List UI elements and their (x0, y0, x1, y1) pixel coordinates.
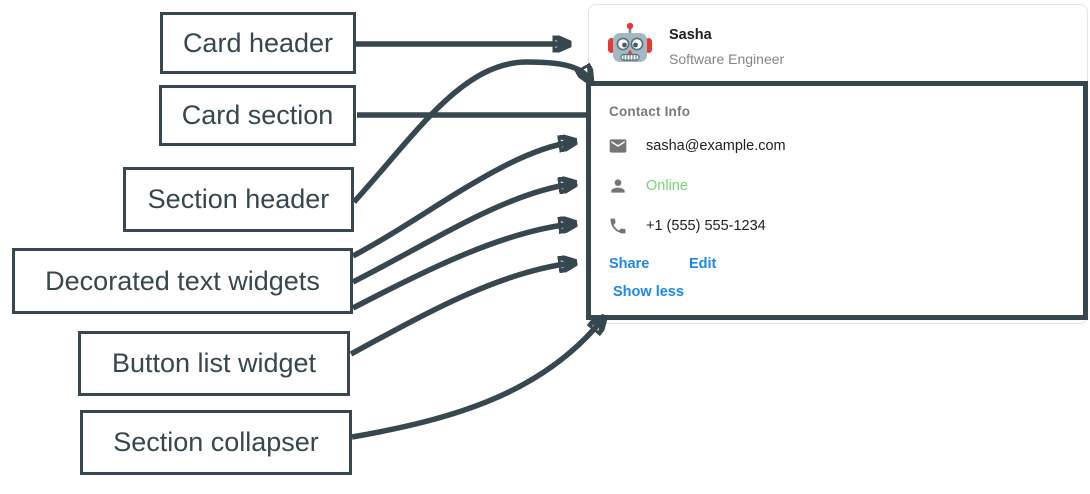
phone-icon (608, 216, 628, 236)
person-role: Software Engineer (669, 51, 785, 67)
phone-text: +1 (555) 555-1234 (646, 218, 766, 234)
card-header: Sasha Software Engineer (589, 5, 1087, 84)
edit-button[interactable]: Edit (689, 256, 717, 272)
status-text: Online (646, 178, 688, 194)
profile-card: Sasha Software Engineer Contact Info sas… (588, 4, 1088, 324)
section-header: Contact Info (609, 104, 691, 119)
section-collapser-arrow (351, 320, 602, 440)
decorated-text-arrow-phone (351, 224, 572, 311)
label-button-list-widget: Button list widget (78, 331, 350, 396)
robot-avatar-icon (607, 19, 653, 65)
share-button[interactable]: Share (609, 256, 650, 272)
label-section-collapser: Section collapser (80, 410, 352, 475)
decorated-text-arrow-status (351, 184, 572, 285)
person-icon (608, 176, 628, 196)
section-header-arrow (351, 59, 589, 204)
label-decorated-text-widgets: Decorated text widgets (12, 248, 353, 314)
email-text: sasha@example.com (646, 138, 786, 154)
label-section-header: Section header (123, 167, 354, 232)
section-collapser-button[interactable]: Show less (613, 284, 684, 300)
button-list-arrow (349, 263, 572, 357)
label-card-header: Card header (160, 12, 356, 74)
decorated-text-arrow-email (351, 142, 572, 259)
label-card-section: Card section (159, 85, 356, 146)
card-section: Contact Info sasha@example.com Online +1… (589, 84, 1087, 323)
email-icon (608, 136, 628, 156)
person-name: Sasha (669, 27, 712, 43)
